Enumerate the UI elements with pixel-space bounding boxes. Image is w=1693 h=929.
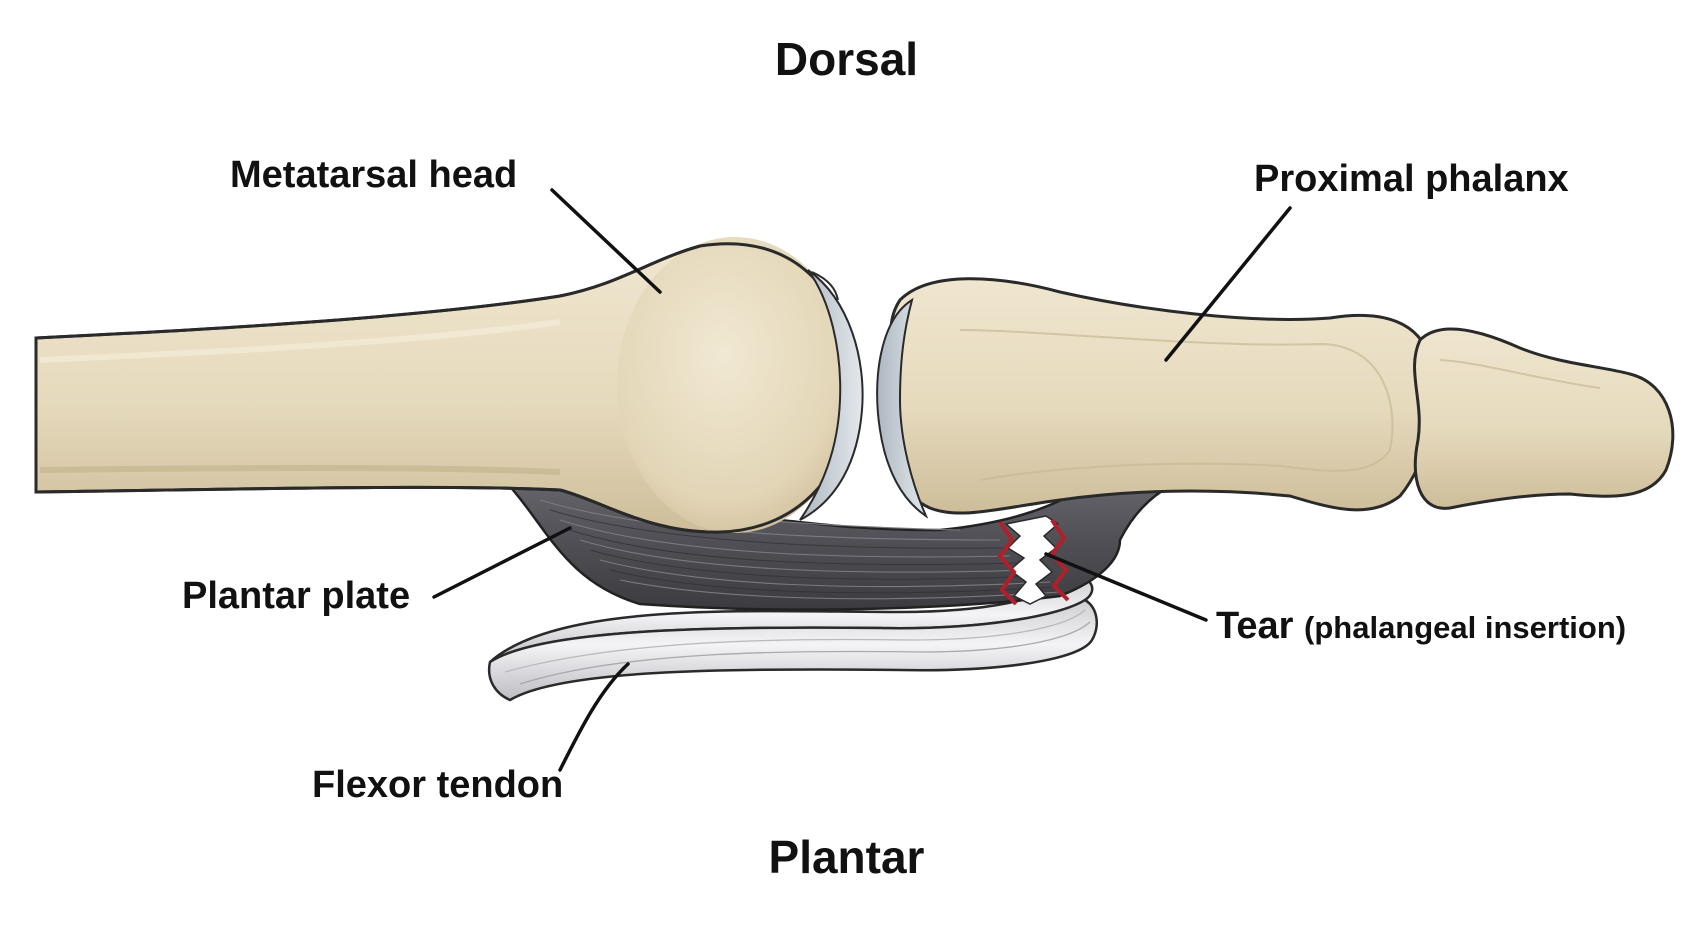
proximal-phalanx-label: Proximal phalanx bbox=[1254, 158, 1569, 200]
leader-proximal-phalanx bbox=[1164, 206, 1292, 362]
tear-label-main: Tear bbox=[1216, 605, 1294, 647]
leader-plantar-plate bbox=[432, 526, 572, 599]
leader-tear bbox=[1044, 552, 1208, 622]
flexor-tendon-label: Flexor tendon bbox=[312, 764, 564, 806]
tear-label-detail: (phalangeal insertion) bbox=[1304, 610, 1627, 645]
tear-site bbox=[997, 515, 1070, 606]
metatarsal-bone bbox=[34, 237, 864, 534]
metatarsal-head-label: Metatarsal head bbox=[230, 154, 518, 196]
leader-lines bbox=[432, 188, 1292, 772]
dorsal-label: Dorsal bbox=[774, 33, 919, 85]
leader-metatarsal-head bbox=[550, 188, 662, 294]
leader-flexor-tendon bbox=[558, 662, 630, 772]
tear-label: Tear (phalangeal insertion) bbox=[1216, 607, 1626, 645]
proximal-phalanx-bone bbox=[876, 277, 1436, 519]
distal-phalanx-bone bbox=[1413, 327, 1675, 510]
plantar-label: Plantar bbox=[768, 831, 925, 883]
plantar-plate-label: Plantar plate bbox=[182, 575, 411, 617]
